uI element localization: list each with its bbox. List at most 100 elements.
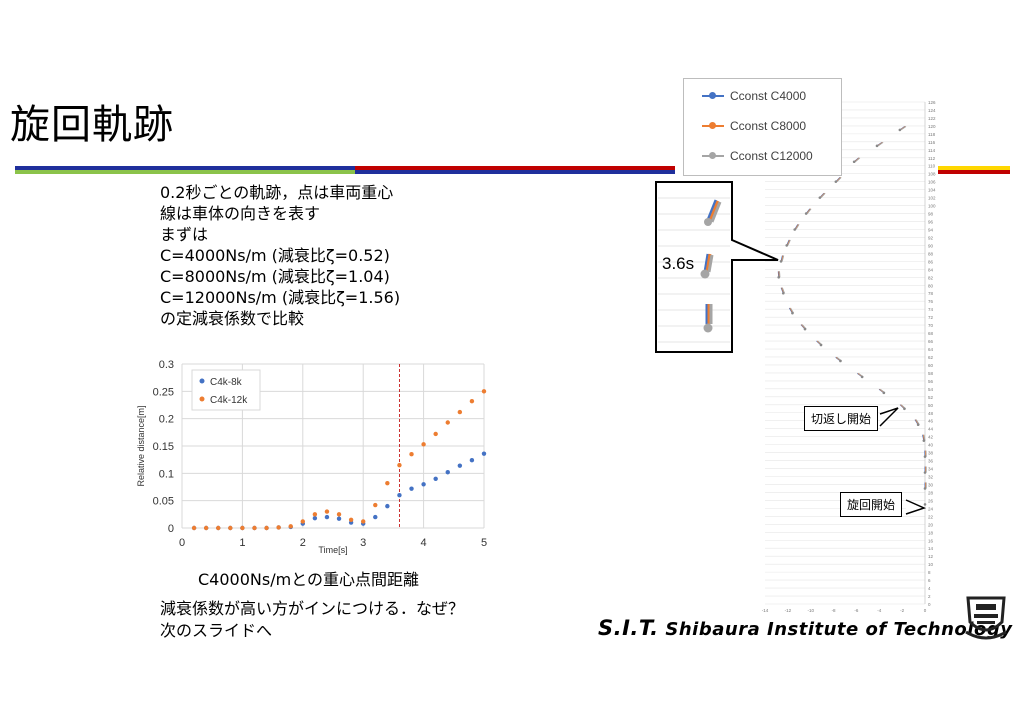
vehicle-heading-line: [781, 255, 785, 262]
vehicle-cg-point: [875, 144, 879, 148]
vehicle-cg-point: [777, 276, 781, 279]
chart-legend: [191, 369, 261, 411]
vehicle-heading-line: [900, 126, 907, 131]
vehicle-cg-point: [898, 128, 902, 132]
traj-y-tick: 14: [928, 546, 934, 551]
traj-y-tick: 62: [928, 355, 934, 360]
bullet-line: C=8000Ns/m (減衰比ζ=1.04): [160, 267, 390, 286]
vehicle-cg-point: [781, 291, 785, 295]
bullet-line: C=4000Ns/m (減衰比ζ=0.52): [160, 246, 390, 265]
vehicle-cg-point: [818, 196, 822, 199]
traj-y-tick: 120: [928, 124, 936, 129]
title-band-red2: [938, 170, 1010, 174]
traj-x-tick: 0: [924, 608, 927, 613]
x-tick-label: 5: [481, 537, 487, 549]
traj-y-tick: 60: [928, 363, 934, 368]
vehicle-heading-line: [923, 434, 926, 441]
data-point-c4k-12k: [252, 525, 257, 531]
traj-y-tick: 104: [928, 188, 936, 193]
x-tick-label: 2: [300, 537, 306, 549]
vehicle-heading-line: [806, 208, 812, 214]
traj-y-tick: 48: [928, 411, 934, 416]
vehicle-cg-point: [923, 487, 927, 490]
traj-y-tick: 122: [928, 116, 936, 121]
university-logo: S.I.T. Shibaura Institute of Technology: [598, 616, 1012, 640]
data-point-c4k-8k: [421, 482, 426, 487]
traj-y-tick: 28: [928, 490, 934, 495]
legend-entry: C4k-8k: [210, 377, 243, 388]
traj-y-tick: 88: [928, 251, 934, 256]
traj-y-tick: 34: [928, 467, 934, 472]
vehicle-cg-point: [839, 359, 842, 363]
data-point-c4k-12k: [324, 509, 330, 514]
traj-y-tick: 58: [928, 371, 934, 376]
traj-y-tick: 42: [928, 435, 934, 440]
callout-turn-back: 切返し開始: [804, 406, 879, 431]
traj-y-tick: 50: [928, 403, 934, 408]
traj-y-tick: 10: [928, 562, 934, 567]
data-point-c4k-12k: [433, 431, 438, 437]
traj-y-tick: 20: [928, 522, 934, 527]
conclusion-line: 減衰係数が高い方がインにつける．なぜ？: [160, 599, 465, 618]
traj-y-tick: 92: [928, 235, 934, 240]
traj-x-tick: -6: [854, 608, 858, 613]
bullet-line: C=12000Ns/m (減衰比ζ=1.56): [160, 288, 401, 307]
traj-y-tick: 96: [928, 220, 934, 225]
traj-y-tick: 102: [928, 196, 936, 201]
data-point-c4k-12k: [191, 525, 197, 531]
zoom-vehicle-marks: [700, 199, 722, 333]
callout-turn-start: 旋回開始: [840, 492, 903, 517]
logo-name-text: Shibaura Institute of Technology: [658, 619, 1013, 640]
traj-y-tick: 16: [928, 538, 934, 543]
vehicle-cg-point: [916, 423, 920, 427]
traj-y-tick: 0: [928, 602, 931, 607]
vehicle-heading-line: [794, 224, 799, 230]
x-tick-label: 3: [360, 537, 366, 549]
traj-y-tick: 12: [928, 554, 934, 559]
vehicle-heading-line: [795, 224, 800, 230]
legend-entry: C4k-12k: [210, 395, 248, 406]
bullet-line: 線は車体の向きを表す: [160, 204, 321, 223]
chart-caption: C4000Ns/mとの重心点間距離: [198, 570, 420, 589]
vehicle-heading-line: [786, 239, 791, 246]
y-tick-label: 0.15: [153, 441, 174, 453]
vehicle-cg-point: [785, 244, 789, 247]
vehicle-cg-point: [882, 391, 886, 395]
data-point-c4k-12k: [481, 389, 487, 394]
data-point-c4k-12k: [288, 524, 293, 529]
data-point-c4k-12k: [445, 420, 450, 425]
traj-y-tick: 52: [928, 395, 934, 400]
y-axis-label: Relative distance[m]: [136, 405, 146, 486]
vehicle-heading-line: [855, 157, 861, 163]
traj-y-tick: 80: [928, 283, 934, 288]
legend-item-c4000: Cconst C4000: [702, 89, 806, 103]
traj-y-tick: 4: [928, 586, 931, 591]
x-tick-label: 4: [421, 537, 427, 549]
data-point-c4k-12k: [240, 525, 245, 531]
title-band-yellow: [938, 166, 1010, 170]
y-tick-label: 0.05: [153, 496, 174, 508]
data-point-c4k-12k: [457, 409, 463, 415]
vehicle-cg-point: [779, 260, 783, 263]
conclusion-line: 次のスライドへ: [160, 621, 273, 640]
data-point-c4k-12k: [361, 519, 366, 524]
data-point-c4k-12k: [348, 517, 354, 522]
traj-y-tick: 38: [928, 451, 934, 456]
traj-y-tick: 76: [928, 299, 934, 304]
zoom-callout: [655, 181, 779, 353]
y-tick-label: 0.1: [159, 468, 174, 480]
traj-y-tick: 24: [928, 506, 934, 511]
vehicle-cg-point: [903, 407, 906, 411]
data-point-c4k-12k: [276, 525, 281, 530]
data-point-c4k-8k: [312, 515, 318, 521]
trajectory-legend: Cconst C4000 Cconst C8000 Cconst C12000: [683, 78, 842, 176]
title-band-blue2: [355, 170, 675, 174]
data-point-c4k-8k: [457, 463, 463, 468]
data-point-c4k-12k: [312, 512, 318, 517]
data-point-c4k-8k: [433, 476, 438, 481]
traj-y-tick: 56: [928, 379, 934, 384]
vehicle-cg-point: [923, 455, 927, 458]
traj-y-tick: 32: [928, 475, 934, 480]
callout-pointers: [879, 407, 927, 515]
traj-y-tick: 8: [928, 570, 931, 575]
